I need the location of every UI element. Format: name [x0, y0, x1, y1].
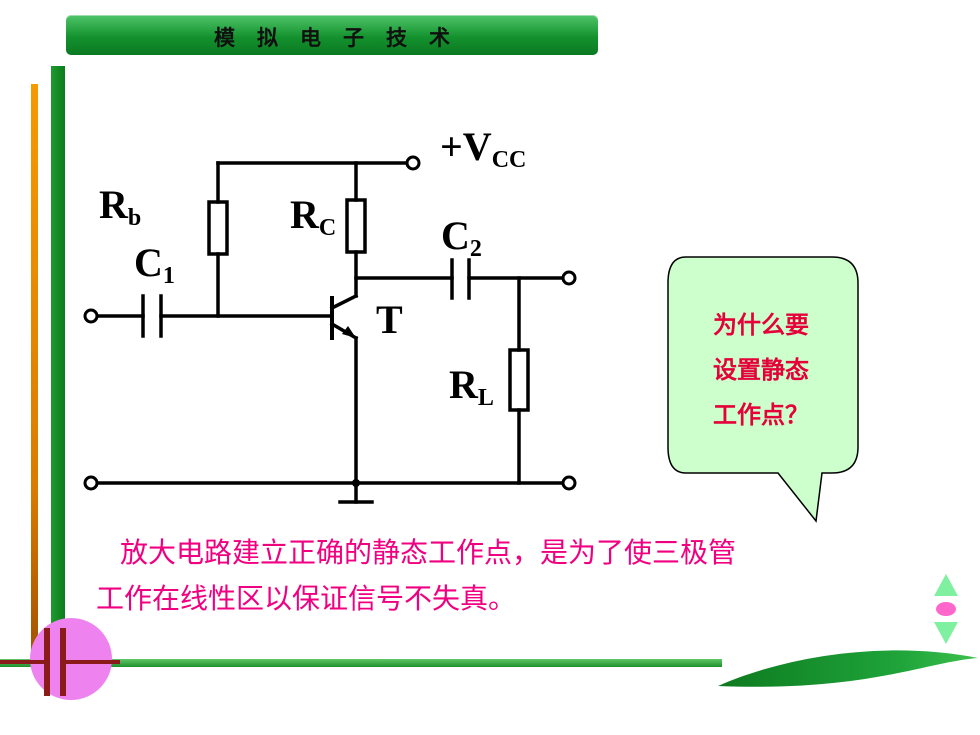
green-swoosh-decoration: [718, 650, 978, 687]
output-ground-terminal: [561, 475, 577, 491]
rl-label: RL: [449, 362, 494, 411]
transistor-label: T: [376, 297, 403, 342]
slide-nav-control: [934, 574, 958, 644]
callout-line-2: 设置静态: [713, 356, 809, 384]
vcc-terminal: [405, 155, 421, 171]
explanation-line-1: 放大电路建立正确的静态工作点，是为了使三极管: [120, 536, 737, 569]
callout-line-1: 为什么要: [713, 311, 809, 339]
c2-label: C2: [441, 213, 482, 262]
prev-slide-arrow-icon[interactable]: [934, 574, 958, 596]
left-green-bar: [51, 66, 65, 666]
header-bar: 模拟电子技术: [66, 15, 598, 55]
pink-circle-decoration: [30, 618, 112, 700]
junction-dot: [352, 479, 360, 487]
callout-question: 为什么要 设置静态 工作点？: [676, 303, 846, 438]
emitter-arrow-icon: [342, 326, 356, 338]
c1-label: C1: [134, 240, 175, 289]
transistor-collector: [329, 293, 359, 311]
next-slide-arrow-icon[interactable]: [934, 622, 958, 644]
header-title: 模拟电子技术: [214, 26, 472, 50]
rb-resistor: [207, 200, 229, 256]
left-orange-bar: [31, 84, 38, 664]
vcc-label: +VCC: [440, 124, 527, 173]
explanation-line-2: 工作在线性区以保证信号不失真。: [96, 582, 517, 615]
explanation-text: 放大电路建立正确的静态工作点，是为了使三极管 工作在线性区以保证信号不失真。: [96, 530, 856, 622]
rb-label: Rb: [99, 182, 142, 231]
callout-bubble: [667, 256, 859, 523]
rc-resistor: [345, 198, 367, 254]
bottom-green-rule: [0, 659, 722, 667]
callout-line-3: 工作点？: [713, 401, 809, 429]
capacitor-decoration-icon: [0, 628, 120, 696]
input-terminal: [83, 308, 99, 324]
input-ground-terminal: [83, 475, 99, 491]
rc-label: RC: [290, 192, 337, 241]
slide-home-dot-icon[interactable]: [936, 602, 956, 616]
rl-resistor: [508, 348, 530, 412]
output-terminal: [561, 270, 577, 286]
